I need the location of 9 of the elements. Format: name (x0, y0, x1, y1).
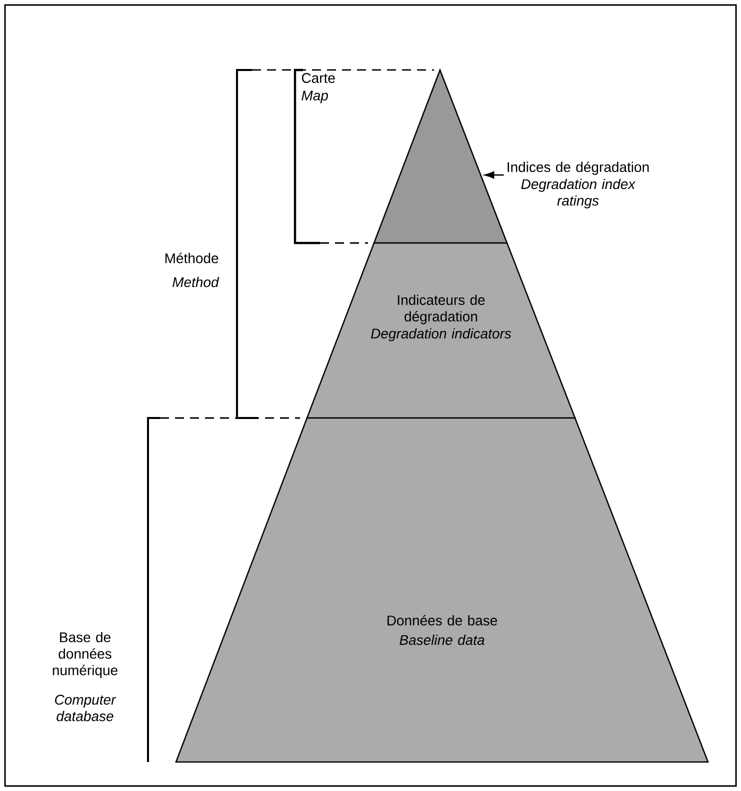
label-text: Computer database (55, 694, 116, 722)
callout-text: Indices de dégradation Degradation index ratings (508, 162, 649, 208)
label-text: Method (172, 276, 220, 288)
pyramid-tier: Indicateurs de dégradation Degradation indicators (306, 242, 576, 419)
label-text: Base de données numérique (52, 632, 118, 678)
arrow (484, 171, 504, 179)
label-text: Map (302, 90, 328, 104)
label-text: Méthode (165, 252, 218, 264)
label-text: Carte (302, 73, 335, 83)
